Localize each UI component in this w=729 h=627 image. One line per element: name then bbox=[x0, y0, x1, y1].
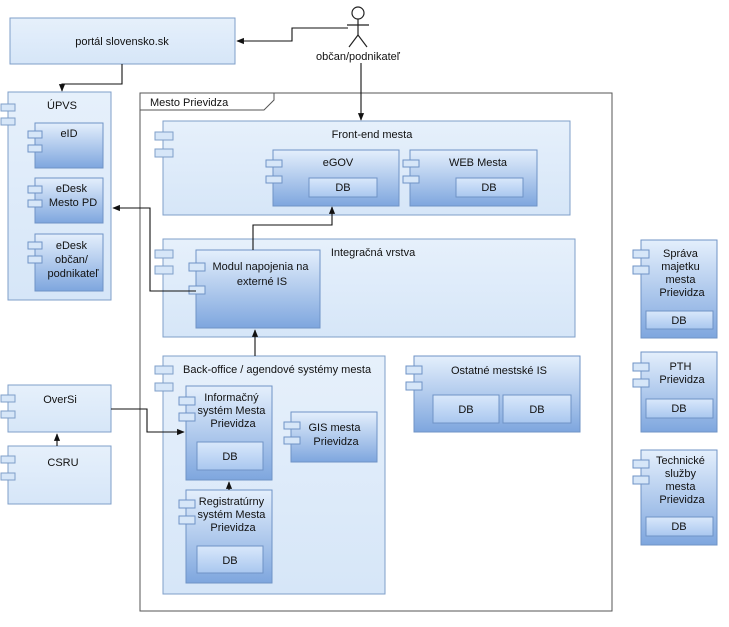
portal-box[interactable]: portál slovensko.sk bbox=[9, 17, 236, 65]
technicke-sluzby-label: Technické služby mesta Prievidza bbox=[656, 455, 708, 506]
pth-label: PTH Prievidza bbox=[659, 361, 705, 386]
upvs-edesk-obcan-component[interactable]: eDesk občan/ podnikateľ bbox=[27, 233, 104, 292]
pth-db bbox=[645, 398, 714, 419]
other-is-title: Ostatné mestské IS bbox=[451, 365, 547, 377]
portal-label: portál slovensko.sk bbox=[75, 36, 169, 48]
is-mesta-db bbox=[196, 441, 264, 471]
is-mesta-db-label: DB bbox=[222, 451, 237, 463]
registry-db bbox=[196, 545, 264, 574]
technicke-sluzby-db bbox=[645, 516, 714, 537]
oversi-box[interactable]: OverSi bbox=[0, 384, 112, 433]
arrow-module-to-upvs bbox=[112, 204, 196, 292]
other-is-db-1-label: DB bbox=[458, 404, 473, 416]
integration-module-component[interactable]: Modul napojenia na externé IS bbox=[188, 249, 321, 329]
registry-component[interactable]: Registratúrny systém Mesta Prievidza DB bbox=[178, 489, 273, 584]
web-db bbox=[455, 177, 524, 198]
is-mesta-label: Informačný systém Mesta Prievidza bbox=[198, 392, 269, 430]
oversi-label: OverSi bbox=[43, 394, 77, 406]
web-label: WEB Mesta bbox=[449, 157, 508, 169]
egov-label: eGOV bbox=[323, 157, 354, 169]
registry-db-label: DB bbox=[222, 555, 237, 567]
registry-label: Registratúrny systém Mesta Prievidza bbox=[198, 496, 269, 534]
mesto-title: Mesto Prievidza bbox=[150, 97, 229, 109]
pth-component[interactable]: PTH Prievidza DB bbox=[632, 351, 718, 433]
integration-module-label: Modul napojenia na externé IS bbox=[212, 261, 311, 288]
arrow-portal-to-upvs bbox=[58, 64, 123, 92]
is-mesta-component[interactable]: Informačný systém Mesta Prievidza DB bbox=[178, 385, 273, 481]
egov-component[interactable]: eGOV DB bbox=[265, 149, 400, 207]
backoffice-title: Back-office / agendové systémy mesta bbox=[183, 364, 372, 376]
egov-db bbox=[308, 177, 378, 198]
sprava-majetku-db-label: DB bbox=[671, 315, 686, 327]
upvs-title: ÚPVS bbox=[47, 99, 77, 112]
other-is-db-2-label: DB bbox=[529, 404, 544, 416]
sprava-majetku-component[interactable]: Správa majetku mesta Prievidza DB bbox=[632, 239, 718, 339]
web-db-label: DB bbox=[481, 182, 496, 194]
upvs-edesk-mesto-label: eDesk Mesto PD bbox=[49, 183, 97, 209]
arrow-module-to-egov bbox=[252, 206, 336, 250]
other-is-db-2 bbox=[502, 394, 572, 424]
gis-label: GIS mesta Prievidza bbox=[308, 422, 363, 448]
frontend-title: Front-end mesta bbox=[332, 129, 414, 141]
actor-citizen[interactable]: občan/podnikateľ bbox=[316, 6, 401, 63]
arrow-actor-to-portal bbox=[236, 27, 348, 45]
csru-label: CSRU bbox=[47, 457, 78, 469]
upvs-edesk-obcan-label: eDesk občan/ podnikateľ bbox=[48, 240, 100, 280]
sprava-majetku-label: Správa majetku mesta Prievidza bbox=[659, 248, 705, 299]
sprava-majetku-db bbox=[645, 310, 714, 330]
technicke-sluzby-component[interactable]: Technické služby mesta Prievidza DB bbox=[632, 449, 718, 546]
actor-label: občan/podnikateľ bbox=[316, 51, 401, 63]
other-is-db-1 bbox=[432, 394, 500, 424]
pth-db-label: DB bbox=[671, 403, 686, 415]
other-is-container[interactable]: Ostatné mestské IS DB DB bbox=[405, 355, 581, 433]
technicke-sluzby-db-label: DB bbox=[671, 521, 686, 533]
egov-db-label: DB bbox=[335, 182, 350, 194]
upvs-edesk-mesto-component[interactable]: eDesk Mesto PD bbox=[27, 177, 104, 224]
web-component[interactable]: WEB Mesta DB bbox=[402, 149, 538, 207]
gis-component[interactable]: GIS mesta Prievidza bbox=[283, 411, 378, 463]
upvs-eid-label: eID bbox=[60, 128, 77, 140]
arrow-oversi-to-is bbox=[111, 408, 185, 436]
upvs-eid-component[interactable]: eID bbox=[27, 122, 104, 169]
integration-title: Integračná vrstva bbox=[331, 247, 416, 259]
connectors bbox=[53, 27, 365, 490]
csru-box[interactable]: CSRU bbox=[0, 445, 112, 505]
